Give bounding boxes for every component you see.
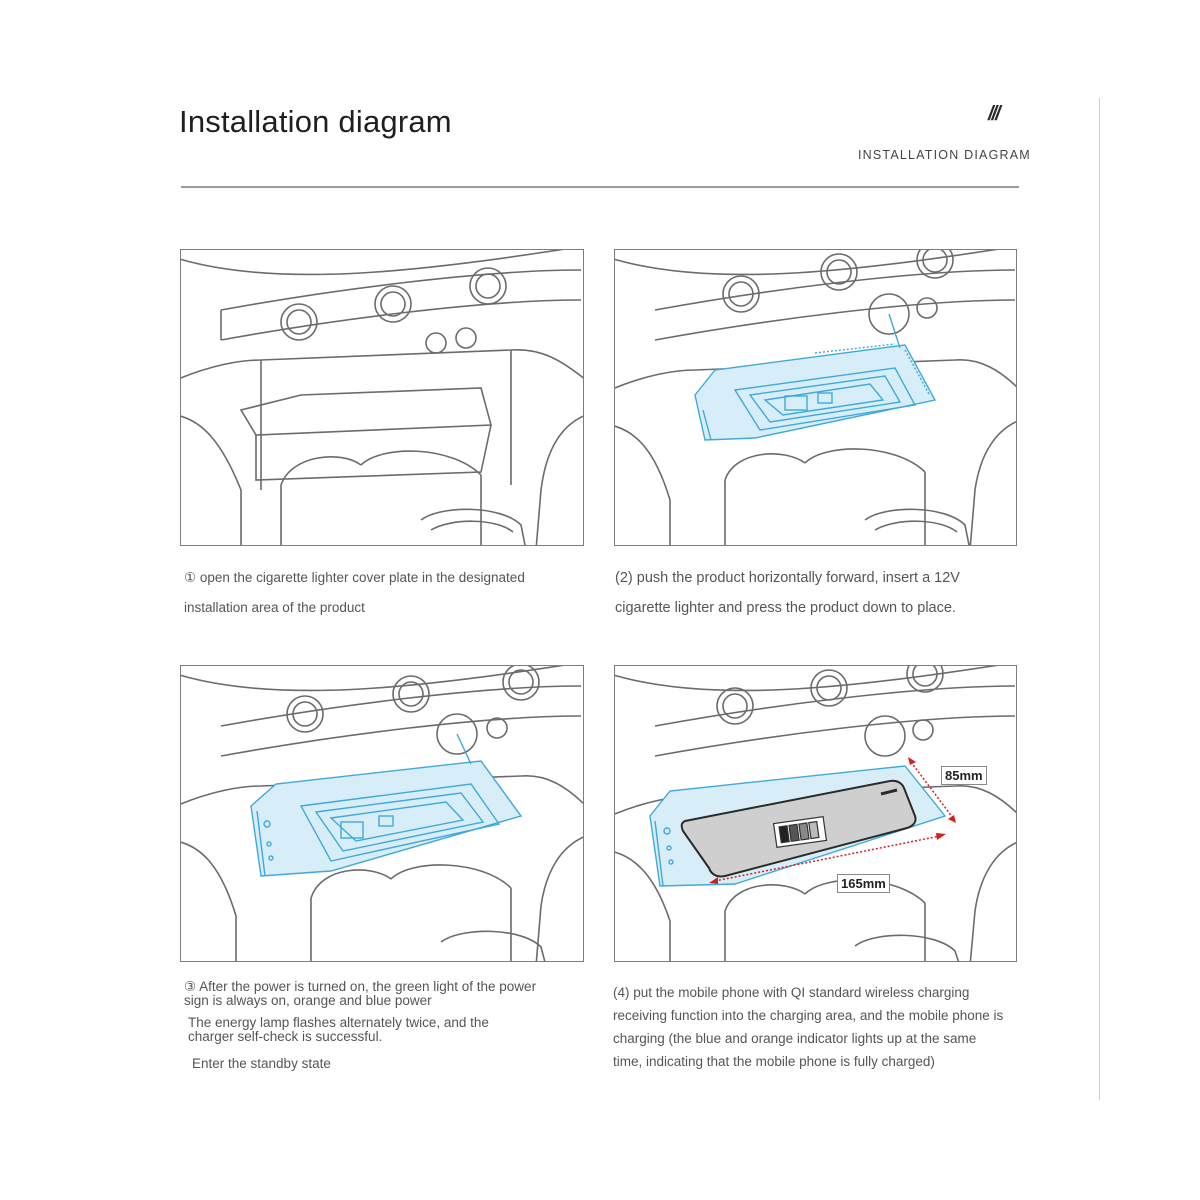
step-3-caption-line-3: The energy lamp flashes alternately twic… [188, 1015, 489, 1030]
page-title: Installation diagram [179, 104, 452, 139]
step-4-caption-line-2: receiving function into the charging are… [613, 1008, 1004, 1023]
step-2-caption-line-1: (2) push the product horizontally forwar… [615, 570, 960, 586]
page-subtitle: INSTALLATION DIAGRAM [858, 148, 1031, 162]
step-3-caption: ③ After the power is turned on, the gree… [184, 980, 536, 1071]
step-3-caption-line-5: Enter the standby state [192, 1056, 331, 1071]
step-1-caption-line-1: ① open the cigarette lighter cover plate… [184, 570, 525, 585]
brand-slash-logo: /// [988, 103, 1001, 125]
step-3-illustration [180, 665, 584, 962]
step-4-caption-line-4: time, indicating that the mobile phone i… [613, 1054, 935, 1069]
console-open-drawing [181, 250, 583, 545]
step-3-caption-line-4: charger self-check is successful. [188, 1029, 383, 1044]
step-4-caption-line-1: (4) put the mobile phone with QI standar… [613, 985, 970, 1000]
step-4-caption-line-3: charging (the blue and orange indicator … [613, 1031, 977, 1046]
charger-insert-drawing [615, 250, 1016, 545]
step-4-caption: (4) put the mobile phone with QI standar… [613, 981, 1003, 1073]
right-edge-divider [1099, 98, 1100, 1100]
step-1-caption-line-2: installation area of the product [184, 600, 365, 615]
step-2-illustration [614, 249, 1017, 546]
phone-charging-drawing [615, 666, 1016, 961]
height-dimension-label: 85mm [941, 766, 987, 785]
step-2-caption-line-2: cigarette lighter and press the product … [615, 600, 956, 616]
step-1-caption: ① open the cigarette lighter cover plate… [184, 563, 525, 623]
header-divider [181, 186, 1019, 188]
width-dimension-label: 165mm [837, 874, 890, 893]
charger-powered-drawing [181, 666, 583, 961]
step-3-caption-line-1: ③ After the power is turned on, the gree… [184, 979, 537, 994]
step-2-caption: (2) push the product horizontally forwar… [615, 563, 960, 623]
step-3-caption-line-2: sign is always on, orange and blue power [184, 993, 432, 1008]
step-1-illustration [180, 249, 584, 546]
step-4-illustration: 85mm 165mm [614, 665, 1017, 962]
